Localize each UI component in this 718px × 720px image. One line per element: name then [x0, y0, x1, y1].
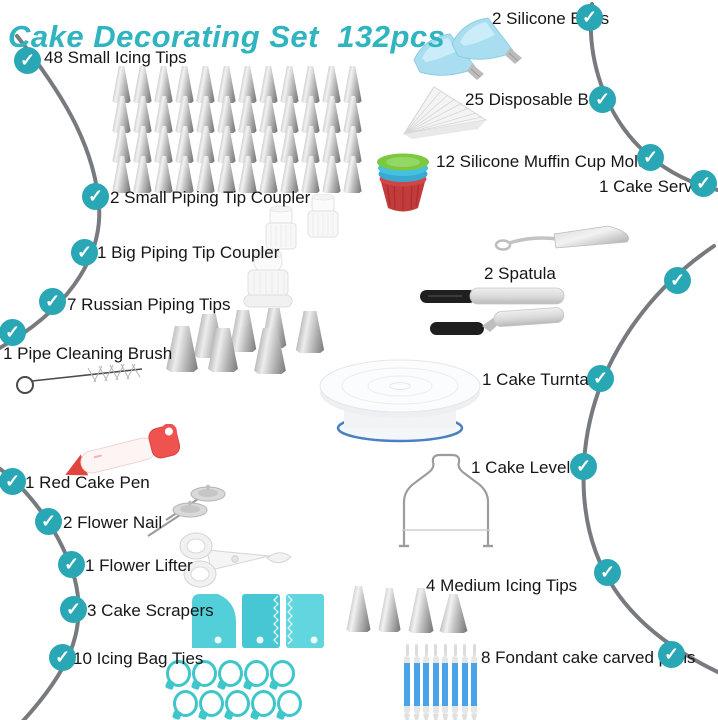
- label-flower-nail: 2 Flower Nail: [63, 513, 163, 532]
- checkmark-small-icing-tips: ✓: [14, 47, 41, 74]
- icing-bag-tie-ring: [166, 660, 191, 687]
- curve-lower-right: [581, 244, 718, 675]
- small-icing-tips-image: [112, 66, 364, 194]
- checkmark-icing-bag-ties: ✓: [49, 644, 76, 671]
- label-red-cake-pen: 1 Red Cake Pen: [25, 473, 150, 492]
- icing-bag-ties-image: [166, 660, 306, 718]
- label-spatula: 2 Spatula: [484, 264, 556, 283]
- label-small-icing-tips: 48 Small Icing Tips: [44, 48, 187, 67]
- checkmark-pipe-cleaning-brush: ✓: [0, 319, 26, 346]
- checkmark-muffin-cup-molds: ✓: [637, 144, 664, 171]
- icing-bag-tie-ring: [270, 660, 295, 687]
- fondant-pen: [423, 644, 430, 714]
- medium-tip-cone: [346, 586, 371, 632]
- medium-tip-cone: [378, 588, 401, 632]
- icing-bag-tie-ring: [251, 690, 276, 717]
- label-medium-icing-tips: 4 Medium Icing Tips: [426, 576, 578, 595]
- disposable-bags-image: [400, 84, 490, 145]
- checkmark-flower-nail: ✓: [35, 508, 62, 535]
- icing-bag-tie-ring: [192, 660, 217, 687]
- icing-bag-tie-ring: [173, 690, 198, 717]
- curve-lower-left: [0, 466, 81, 720]
- checkmark-cake-leveller: ✓: [570, 453, 597, 480]
- checkmark-cake-server: ✓: [690, 170, 717, 197]
- big-piping-tip-coupler-image: [240, 248, 298, 315]
- page-title: Cake Decorating Set 132pcs: [8, 18, 446, 54]
- label-cake-scrapers: 3 Cake Scrapers: [87, 601, 214, 620]
- medium-icing-tips-image: [346, 586, 470, 634]
- label-icing-bag-ties: 10 Icing Bag Ties: [73, 649, 204, 668]
- cake-server-image: [492, 224, 642, 267]
- medium-tip-cone: [439, 594, 468, 633]
- fondant-pens-image: [404, 644, 484, 718]
- spatulas-image: [420, 282, 568, 345]
- checkmark-flower-lifter: ✓: [58, 551, 85, 578]
- cake-scrapers-image: [190, 590, 326, 657]
- fondant-pen: [442, 644, 449, 714]
- checkmark-big-piping-tip-coupler: ✓: [71, 239, 98, 266]
- icing-bag-tie-ring: [218, 660, 243, 687]
- icing-bag-tie-ring: [199, 690, 224, 717]
- checkmark-russian-piping-tips: ✓: [39, 288, 66, 315]
- checkmark-red-cake-pen: ✓: [0, 468, 26, 495]
- icing-bag-tie-ring: [277, 690, 302, 717]
- label-small-piping-tip-coupler: 2 Small Piping Tip Coupler: [110, 188, 311, 207]
- fondant-pen: [432, 644, 439, 714]
- fondant-pen: [404, 644, 410, 714]
- label-big-piping-tip-coupler: 1 Big Piping Tip Coupler: [97, 243, 280, 262]
- cake-turntable-image: [318, 352, 482, 451]
- label-pipe-cleaning-brush: 1 Pipe Cleaning Brush: [3, 344, 173, 363]
- checkmark-small-piping-tip-coupler: ✓: [82, 183, 109, 210]
- fondant-pen: [413, 644, 420, 714]
- russian-piping-tips-image: [160, 306, 332, 374]
- label-flower-lifter: 1 Flower Lifter: [85, 556, 193, 575]
- cake-leveller-image: [388, 452, 506, 557]
- label-cake-server: 1 Cake Server: [599, 177, 708, 196]
- checkmark-cake-scrapers: ✓: [60, 596, 87, 623]
- label-cake-leveller: 1 Cake Leveller: [471, 458, 590, 477]
- checkmark-disposable-bags: ✓: [589, 86, 616, 113]
- label-disposable-bags: 25 Disposable Bags: [465, 90, 617, 109]
- checkmark-medium-icing-tips: ✓: [594, 559, 621, 586]
- icing-bag-tie-ring: [244, 660, 269, 687]
- checkmark-cake-turntable: ✓: [587, 365, 614, 392]
- label-russian-piping-tips: 7 Russian Piping Tips: [67, 295, 231, 314]
- fondant-pen: [471, 644, 478, 714]
- checkmark-silicone-bags: ✓: [576, 4, 603, 31]
- label-cake-turntable: 1 Cake Turntable: [482, 370, 612, 389]
- checkmark-fondant-pens: ✓: [658, 641, 685, 668]
- fondant-pen: [461, 644, 468, 714]
- label-fondant-pens: 8 Fondant cake carved pens: [481, 648, 696, 667]
- fondant-pen: [452, 644, 458, 714]
- red-cake-pen-image: [58, 423, 190, 489]
- icing-bag-tie-ring: [225, 690, 250, 717]
- flower-lifter-image: [175, 530, 295, 597]
- muffin-cup-molds-image: [372, 152, 434, 219]
- label-muffin-cup-molds: 12 Silicone Muffin Cup Molds: [436, 152, 656, 171]
- checkmark-spatula: ✓: [664, 267, 691, 294]
- russian-tip-cone: [295, 311, 325, 353]
- pipe-cleaning-brush-image: [14, 360, 150, 403]
